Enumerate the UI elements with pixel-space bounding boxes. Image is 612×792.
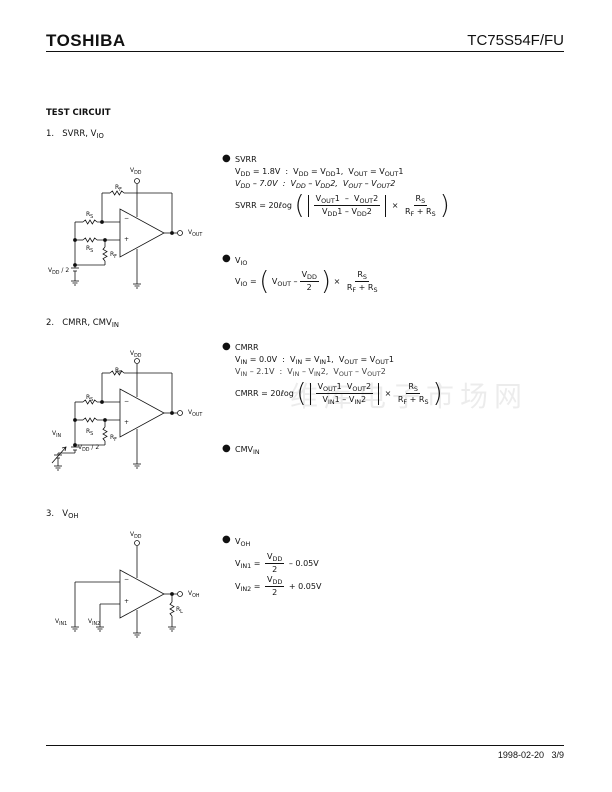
terminal [134, 358, 140, 364]
c2-plus: + [124, 419, 130, 426]
resistor [82, 219, 98, 225]
voh-heading: VOH [235, 537, 251, 548]
c2-minus: − [124, 398, 130, 405]
c1-rs-label: RS [86, 211, 94, 220]
section-1-heading: 1. SVRR, VIO [46, 129, 104, 140]
header-rule [46, 51, 564, 52]
terminal [177, 230, 183, 236]
bullet: ● [222, 253, 231, 264]
c1-rs2-label: RS [86, 245, 94, 254]
c1-minus: − [124, 215, 130, 222]
page-title: TEST CIRCUIT [46, 108, 111, 118]
c3-minus: − [124, 576, 130, 583]
c3-vdd-label: VDD [130, 531, 142, 540]
terminal [134, 540, 140, 546]
terminal [177, 591, 183, 597]
footer-date: 1998-02-20 [497, 750, 544, 760]
c2-vout-label: VOUT [188, 409, 203, 418]
bullet: ● [222, 153, 231, 164]
c2-rf2-label: RF [110, 434, 117, 443]
junction-dot [170, 411, 174, 415]
part-number: TC75S54F/FU [467, 32, 564, 49]
c2-vdd-half-label: VDD / 2 [78, 444, 100, 453]
cmrr-condition-2: VIN – 2.1V : VIN – VIN2, VOUT – VOUT2 [235, 367, 386, 378]
c3-rl-label: RL [176, 606, 183, 615]
resistor [109, 370, 125, 376]
op-amp [119, 388, 165, 438]
terminal [177, 410, 183, 416]
watermark: 维库电子市场网 [290, 380, 529, 413]
resistor [82, 399, 98, 405]
junction-dot [100, 400, 104, 404]
c2-vin-label: VIN [52, 430, 62, 439]
resistor [102, 246, 108, 262]
cmvin-heading: CMVIN [235, 445, 260, 456]
resistor [102, 426, 108, 442]
footer: 1998-02-20 3/9 [498, 750, 564, 760]
c3-vin2-label: VIN2 [88, 618, 101, 627]
resistor [82, 237, 98, 243]
cmrr-condition-1: VIN = 0.0V : VIN = VIN1, VOUT = VOUT1 [235, 355, 394, 366]
c1-vdd-label: VDD [130, 167, 142, 176]
bullet: ● [222, 341, 231, 352]
bullet: ● [222, 534, 231, 545]
junction-dot [170, 231, 174, 235]
page-number: 3/9 [551, 750, 564, 760]
section-3-heading: 3. VOH [46, 509, 79, 520]
op-amp [119, 569, 165, 619]
vio-heading: VIO [235, 256, 248, 267]
c2-rs2-label: RS [86, 428, 94, 437]
arrow-head [61, 446, 67, 452]
svrr-condition-1: VDD = 1.8V : VDD = VDD1, VOUT = VOUT1 [235, 167, 404, 178]
c1-vout-label: VOUT [188, 229, 203, 238]
resistor [109, 190, 125, 196]
footer-rule [46, 745, 564, 746]
c2-vdd-label: VDD [130, 350, 142, 359]
junction-dot [100, 220, 104, 224]
c2-rf-label: RF [115, 367, 122, 376]
cmrr-heading: CMRR [235, 343, 259, 352]
resistor [82, 417, 98, 423]
c2-rs-label: RS [86, 394, 94, 403]
c3-plus: + [124, 598, 130, 605]
section-2-heading: 2. CMRR, CMVIN [46, 318, 119, 329]
variable-arrow [51, 446, 67, 464]
c1-rf2-label: RF [110, 251, 117, 260]
resistor [169, 601, 175, 617]
svrr-heading: SVRR [235, 155, 257, 164]
c1-vdd-half-label: VDD / 2 [48, 267, 70, 276]
bullet: ● [222, 443, 231, 454]
svrr-condition-2: VDD – 7.0V : VDD – VDD2, VOUT – VOUT2 [235, 179, 396, 190]
terminal [134, 178, 140, 184]
c1-plus: + [124, 236, 130, 243]
c3-voh-label: VOH [188, 590, 200, 599]
c3-vin1-label: VIN1 [55, 618, 68, 627]
brand-logo: TOSHIBA [46, 31, 126, 50]
c1-rf-label: RF [115, 184, 122, 193]
op-amp [119, 208, 165, 258]
